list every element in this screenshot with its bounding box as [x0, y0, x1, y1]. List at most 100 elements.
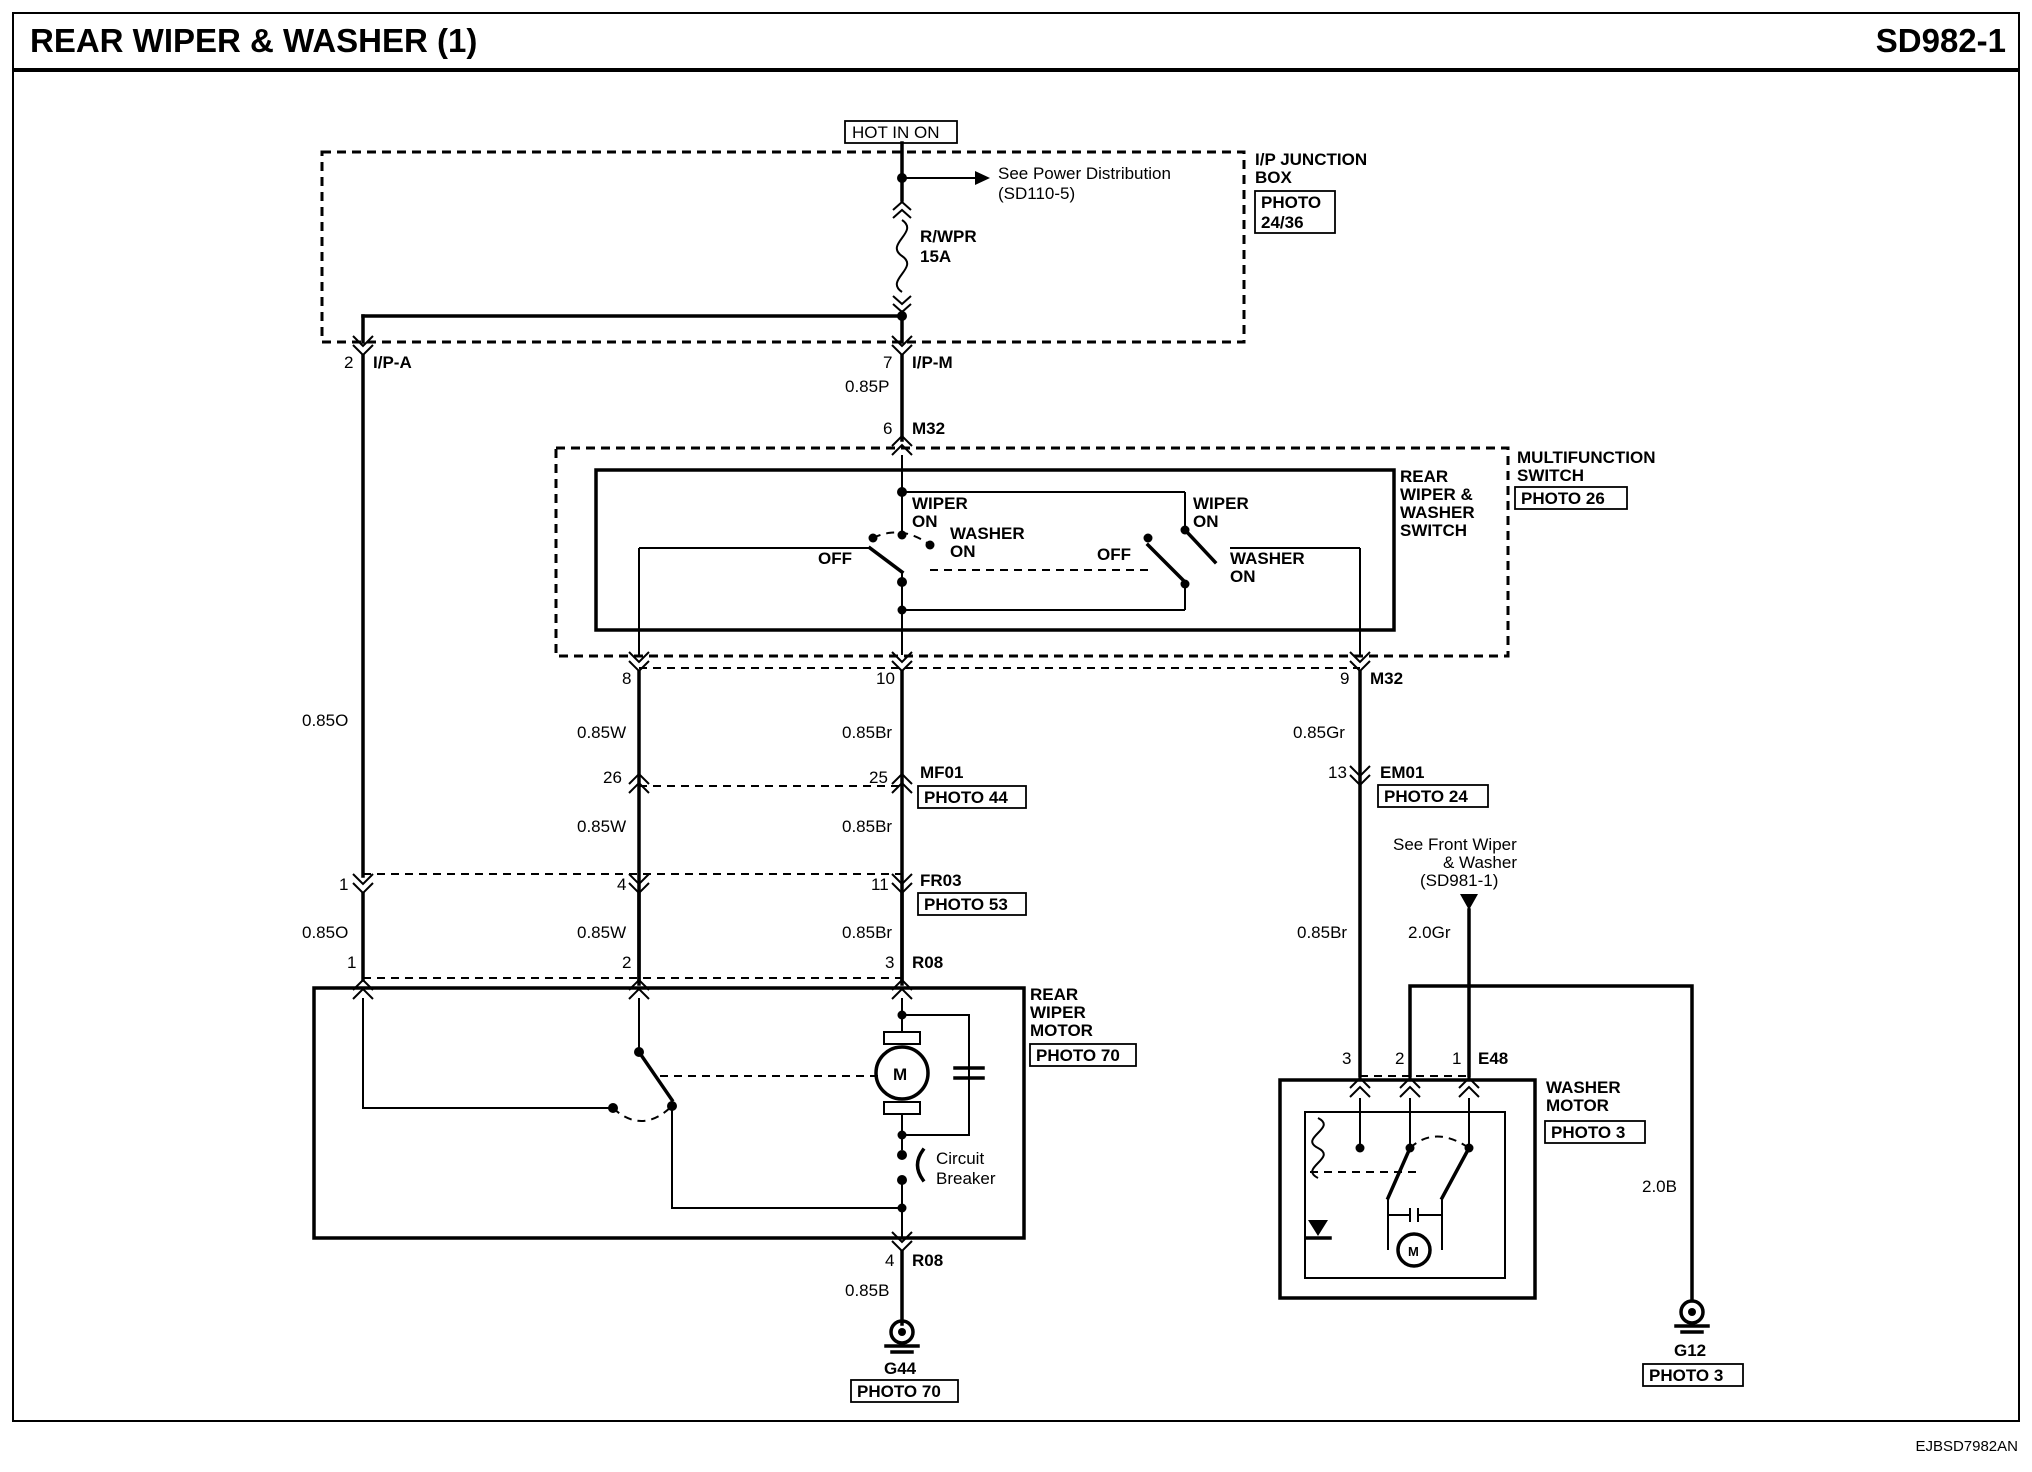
switch-2-off-contact — [1143, 533, 1153, 543]
wire-085gr: 0.85Gr — [1293, 723, 1345, 742]
mf01-photo: PHOTO 44 — [924, 788, 1008, 807]
washer-motor-m-symbol: M — [1408, 1244, 1419, 1259]
power-dist-note-1: See Power Distribution — [998, 164, 1171, 183]
capacitor-branch-wire — [902, 1014, 970, 1136]
wire-20b-label: 2.0B — [1642, 1177, 1677, 1196]
switch-1-washer-on: ON — [950, 542, 976, 561]
wire-085w-c: 0.85W — [577, 923, 626, 942]
motor-brush-top — [883, 1031, 921, 1045]
rear-switch-name-3: WASHER — [1400, 503, 1475, 522]
switch-1-link — [872, 531, 931, 546]
mf01-name: MF01 — [920, 763, 963, 782]
mf01-pin26-icon — [628, 772, 650, 794]
rear-wiper-motor-box — [312, 986, 1026, 1240]
em01-connector-icon — [1349, 765, 1371, 787]
multifunction-name-1: MULTIFUNCTION — [1517, 448, 1656, 467]
motor-m-icon — [874, 1045, 930, 1101]
washer-motor-name-1: WASHER — [1546, 1078, 1621, 1097]
front-note-3: (SD981-1) — [1420, 871, 1498, 890]
washer-contact-link — [1409, 1135, 1470, 1149]
breaker-contact-top — [897, 1150, 907, 1160]
fr03-photo-box — [917, 892, 1027, 916]
ipm-pin: 7 — [883, 353, 892, 372]
m32-bottom-pin9: 9 — [1340, 669, 1349, 688]
em01-photo-box — [1377, 784, 1489, 808]
washer-ground-wire — [1408, 984, 1694, 1302]
hot-in-on-label: HOT IN ON — [852, 123, 940, 142]
multifunction-switch-outline — [554, 446, 1510, 658]
ipm-name: I/P-M — [912, 353, 953, 372]
rear-motor-photo-box — [1029, 1043, 1137, 1067]
e48-name: E48 — [1478, 1049, 1508, 1068]
front-wiper-ref-arrow-icon — [1460, 894, 1478, 910]
fr03-pin11: 11 — [871, 875, 889, 894]
e48-pin3: 3 — [1342, 1049, 1351, 1068]
ip-junction-name-2: BOX — [1255, 168, 1293, 187]
ground-g12-photo: PHOTO 3 — [1649, 1366, 1723, 1385]
wire-085br-d: 0.85Br — [1297, 923, 1347, 942]
r08-bottom-pin: 4 — [885, 1251, 894, 1270]
m32-top-name: M32 — [912, 419, 945, 438]
switch-1-off-label: OFF — [818, 549, 852, 568]
fuse-icon — [895, 219, 909, 293]
power-dist-arrow-icon — [975, 171, 990, 185]
wire-085br-b: 0.85Br — [842, 817, 892, 836]
wire-085b-label: 0.85B — [845, 1281, 889, 1300]
fuse-top-terminal — [892, 200, 912, 219]
rear-motor-name-2: WIPER — [1030, 1003, 1086, 1022]
switch-2-wiper-label: WIPER — [1193, 494, 1249, 513]
wire-085br-a: 0.85Br — [842, 723, 892, 742]
ground-g12-center — [1688, 1308, 1696, 1316]
wire-085o-a: 0.85O — [302, 711, 348, 730]
wire-085br-c: 0.85Br — [842, 923, 892, 942]
ipa-name: I/P-A — [373, 353, 412, 372]
ground-g44-photo-box — [850, 1379, 959, 1403]
washer-motor-box — [1278, 1078, 1537, 1300]
r08-top-pin3: 3 — [885, 953, 894, 972]
m32-pin10: 10 — [876, 669, 895, 688]
front-note-2: & Washer — [1443, 853, 1517, 872]
switch-return-dot — [897, 605, 907, 615]
fuse-rating: 15A — [920, 247, 951, 266]
fr03-pin4: 4 — [617, 875, 626, 894]
e48-pin2-icon — [1399, 1076, 1421, 1098]
diagram-frame — [12, 12, 2020, 1422]
breaker-out-dot — [897, 1203, 907, 1213]
rear-motor-park-wire — [362, 998, 613, 1109]
switch-1-wiper-label: WIPER — [912, 494, 968, 513]
motor-m-symbol: M — [893, 1065, 907, 1084]
switch-2-off-label: OFF — [1097, 545, 1131, 564]
page-title: REAR WIPER & WASHER (1) — [30, 22, 478, 59]
multifunction-photo-box — [1514, 486, 1628, 510]
washer-motor-photo-box — [1544, 1120, 1646, 1144]
page-code: SD982-1 — [1875, 22, 2006, 59]
front-note-1: See Front Wiper — [1393, 835, 1517, 854]
ip-junction-name-1: I/P JUNCTION — [1255, 150, 1367, 169]
ground-g44-photo: PHOTO 70 — [857, 1382, 941, 1401]
switch-2-washer-on: ON — [1230, 567, 1256, 586]
m32-bottom-name: M32 — [1370, 669, 1403, 688]
ground-g12-icon — [1679, 1299, 1705, 1325]
washer-motor-inner-box — [1304, 1111, 1506, 1279]
m32-top-connector-icon — [891, 434, 913, 456]
switch-1-blade — [867, 545, 905, 575]
switch-2-blade-b — [1182, 527, 1218, 565]
e48-pin2: 2 — [1395, 1049, 1404, 1068]
motor-out-dot — [897, 1130, 907, 1140]
breaker-label-1: Circuit — [936, 1149, 984, 1168]
washer-coil-icon — [1311, 1117, 1325, 1179]
wire-085o-b: 0.85O — [302, 923, 348, 942]
ground-g44-name: G44 — [884, 1359, 917, 1378]
mf01-photo-box — [917, 785, 1027, 809]
ground-g44-icon — [889, 1319, 915, 1345]
ground-g12-photo-box — [1642, 1363, 1744, 1387]
r08-bottom-name: R08 — [912, 1251, 943, 1270]
e48-pin1: 1 — [1452, 1049, 1461, 1068]
rear-motor-cam-link — [612, 1105, 673, 1122]
washer-motor-name-2: MOTOR — [1546, 1096, 1609, 1115]
washer-diode-icon — [1308, 1220, 1328, 1236]
mf01-pin26: 26 — [603, 768, 622, 787]
m32-top-pin: 6 — [883, 419, 892, 438]
circuit-breaker-icon — [915, 1147, 926, 1183]
